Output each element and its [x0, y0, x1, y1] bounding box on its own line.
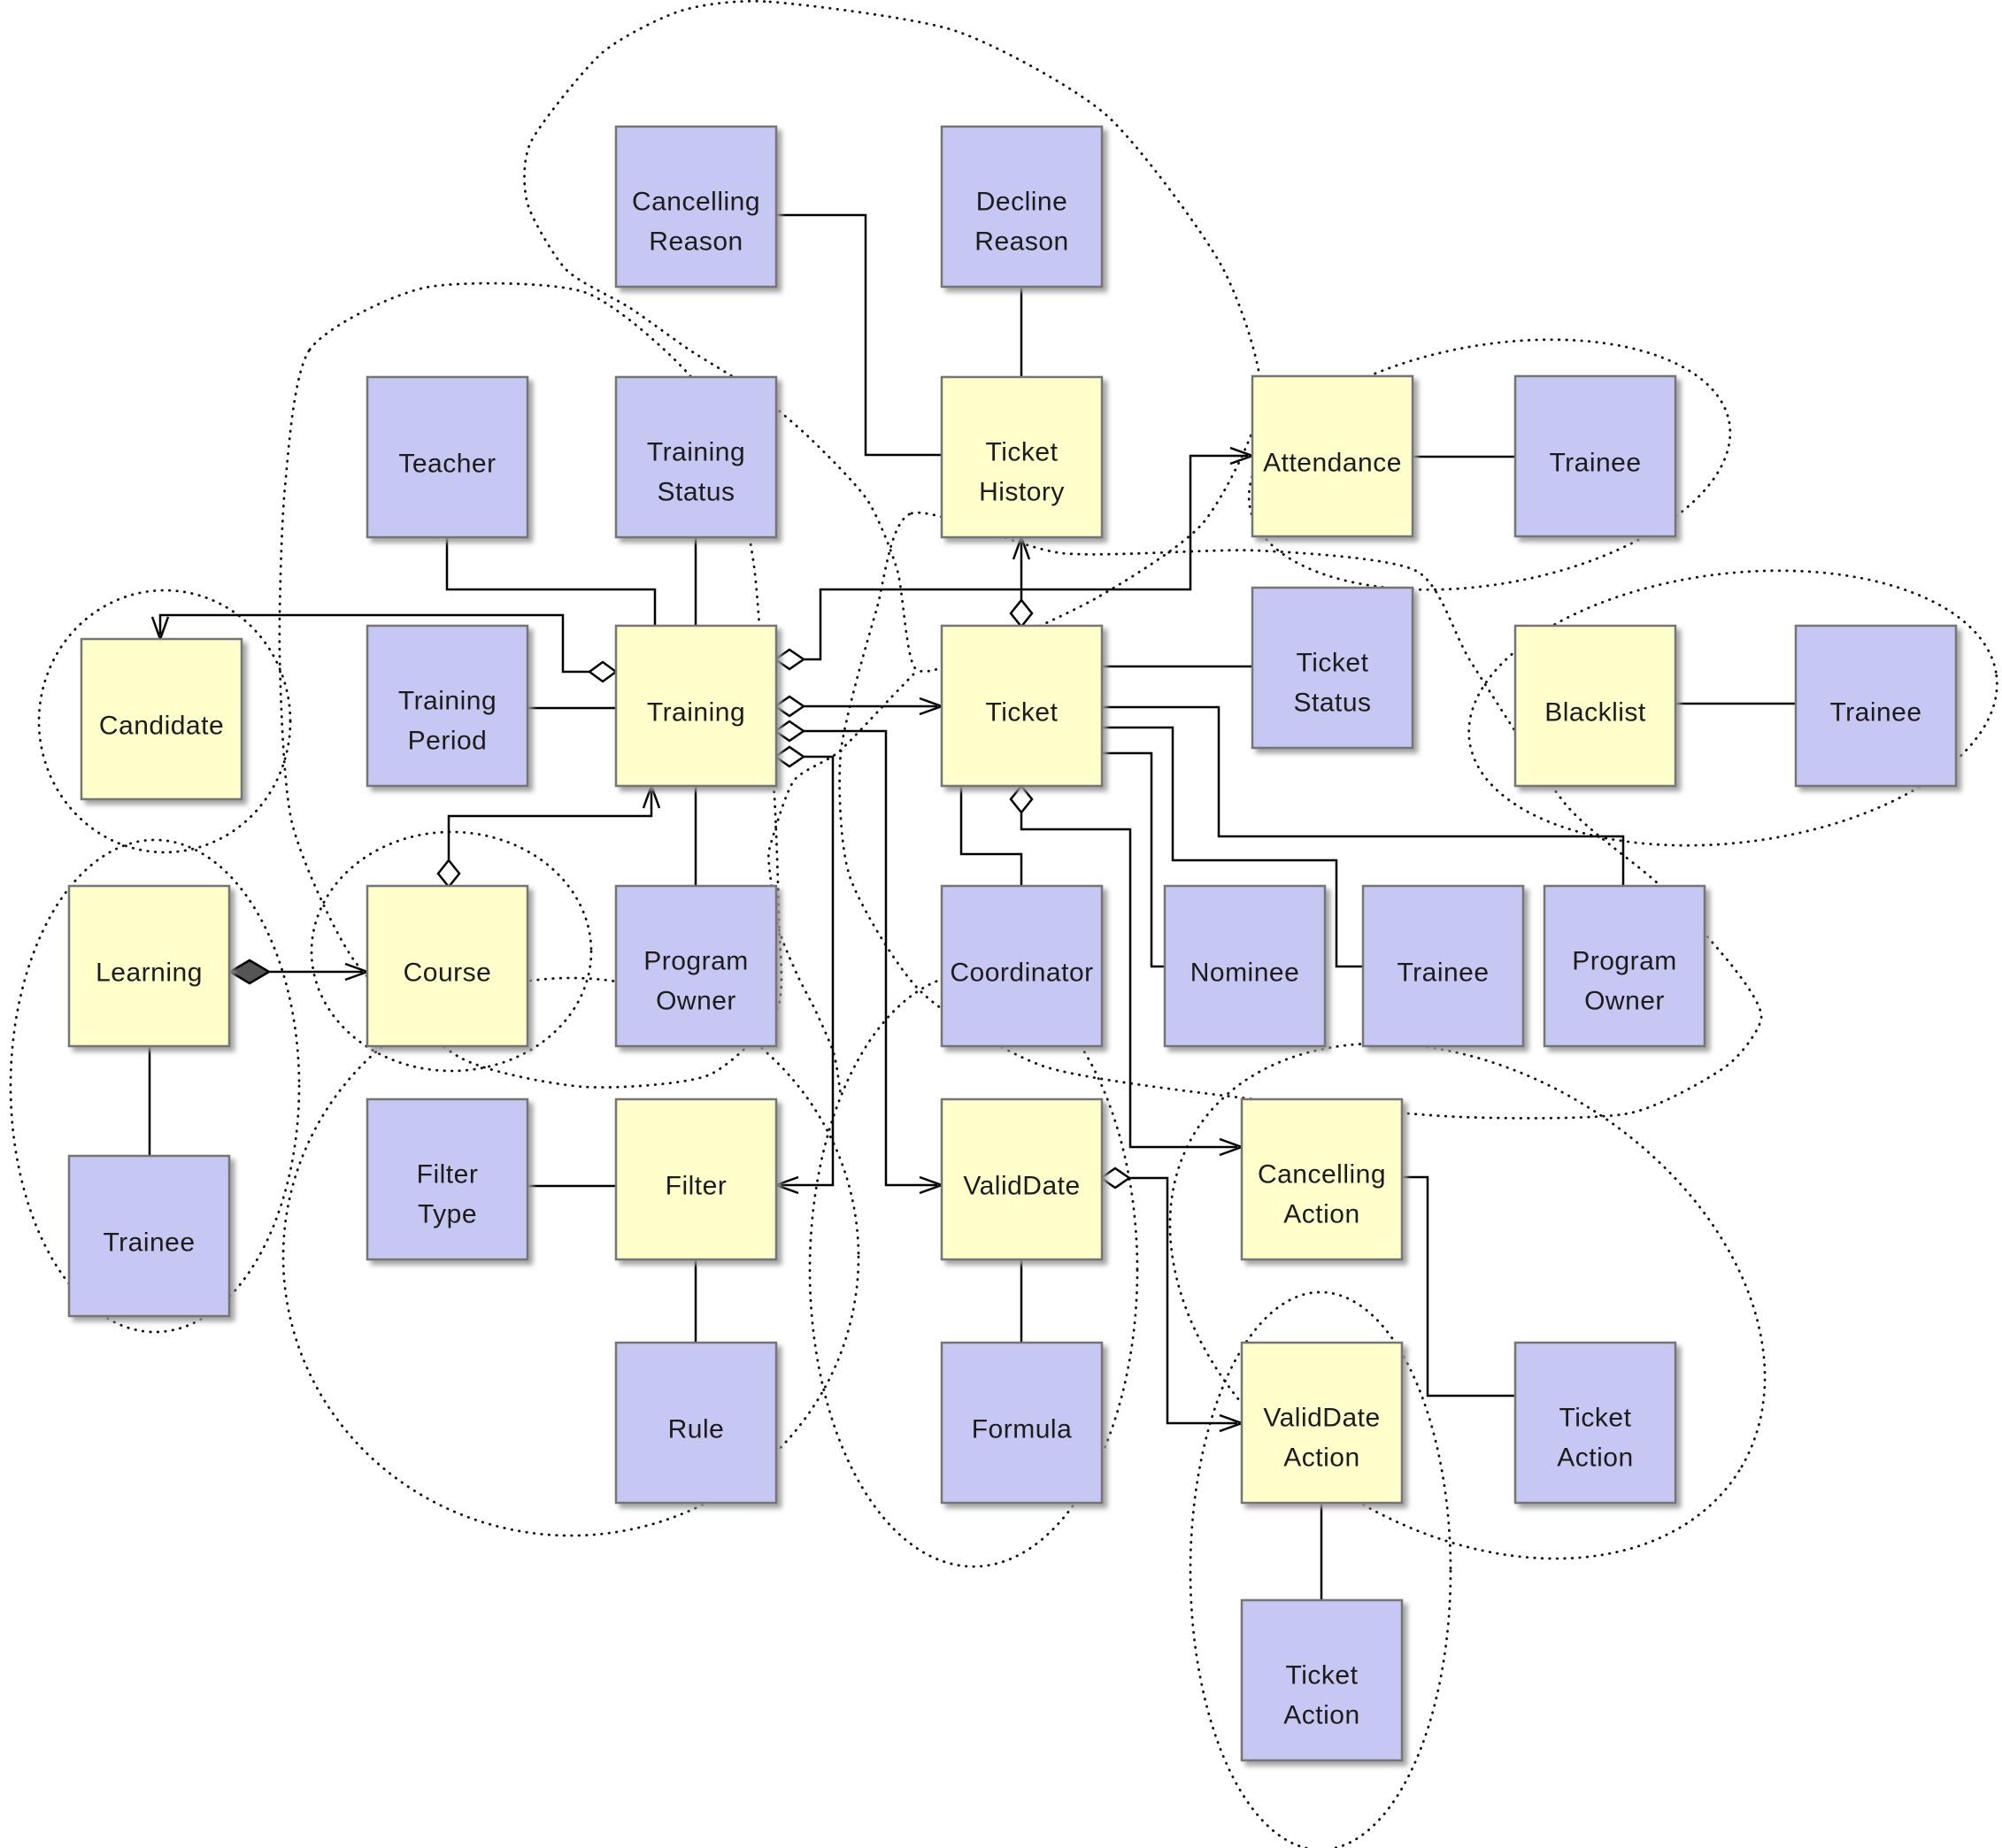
svg-text:Owner: Owner [656, 987, 736, 1016]
svg-text:Training: Training [398, 687, 497, 716]
svg-text:Blacklist: Blacklist [1544, 698, 1646, 728]
svg-text:Status: Status [1293, 689, 1371, 718]
svg-text:Ticket: Ticket [986, 438, 1059, 467]
svg-text:Teacher: Teacher [398, 450, 496, 479]
svg-text:Trainee: Trainee [1829, 698, 1921, 728]
svg-text:Decline: Decline [976, 188, 1068, 217]
svg-text:History: History [979, 478, 1065, 507]
svg-text:Period: Period [408, 727, 488, 756]
svg-text:Type: Type [418, 1200, 477, 1229]
svg-text:Program: Program [643, 947, 749, 976]
svg-text:Rule: Rule [668, 1415, 725, 1444]
svg-text:Coordinator: Coordinator [950, 959, 1093, 988]
svg-text:Trainee: Trainee [1549, 449, 1641, 478]
svg-text:Filter: Filter [666, 1172, 728, 1201]
svg-text:Action: Action [1283, 1444, 1359, 1473]
svg-text:Action: Action [1283, 1200, 1359, 1229]
svg-text:Action: Action [1557, 1444, 1633, 1473]
svg-text:Program: Program [1572, 947, 1677, 976]
svg-text:Ticket: Ticket [986, 698, 1059, 728]
svg-text:Training: Training [647, 438, 745, 467]
svg-text:Action: Action [1283, 1701, 1359, 1730]
svg-text:Training: Training [647, 698, 745, 728]
svg-text:ValidDate: ValidDate [963, 1172, 1080, 1201]
svg-text:Nominee: Nominee [1190, 959, 1300, 988]
svg-text:Trainee: Trainee [103, 1228, 195, 1258]
svg-text:Cancelling: Cancelling [632, 188, 760, 217]
svg-text:Attendance: Attendance [1263, 449, 1402, 478]
svg-text:Status: Status [657, 478, 735, 507]
svg-text:Course: Course [404, 959, 492, 988]
svg-text:Ticket: Ticket [1559, 1404, 1632, 1433]
svg-text:Trainee: Trainee [1397, 959, 1489, 988]
svg-text:Filter: Filter [417, 1160, 479, 1190]
svg-text:Candidate: Candidate [99, 712, 224, 741]
svg-text:Formula: Formula [972, 1415, 1073, 1444]
svg-text:Reason: Reason [649, 227, 743, 257]
svg-text:Ticket: Ticket [1297, 649, 1369, 678]
svg-text:ValidDate: ValidDate [1263, 1404, 1380, 1433]
svg-text:Reason: Reason [974, 227, 1068, 257]
svg-text:Ticket: Ticket [1286, 1661, 1359, 1690]
svg-text:Cancelling: Cancelling [1258, 1160, 1386, 1190]
svg-text:Owner: Owner [1584, 987, 1665, 1016]
svg-text:Learning: Learning [96, 959, 203, 988]
